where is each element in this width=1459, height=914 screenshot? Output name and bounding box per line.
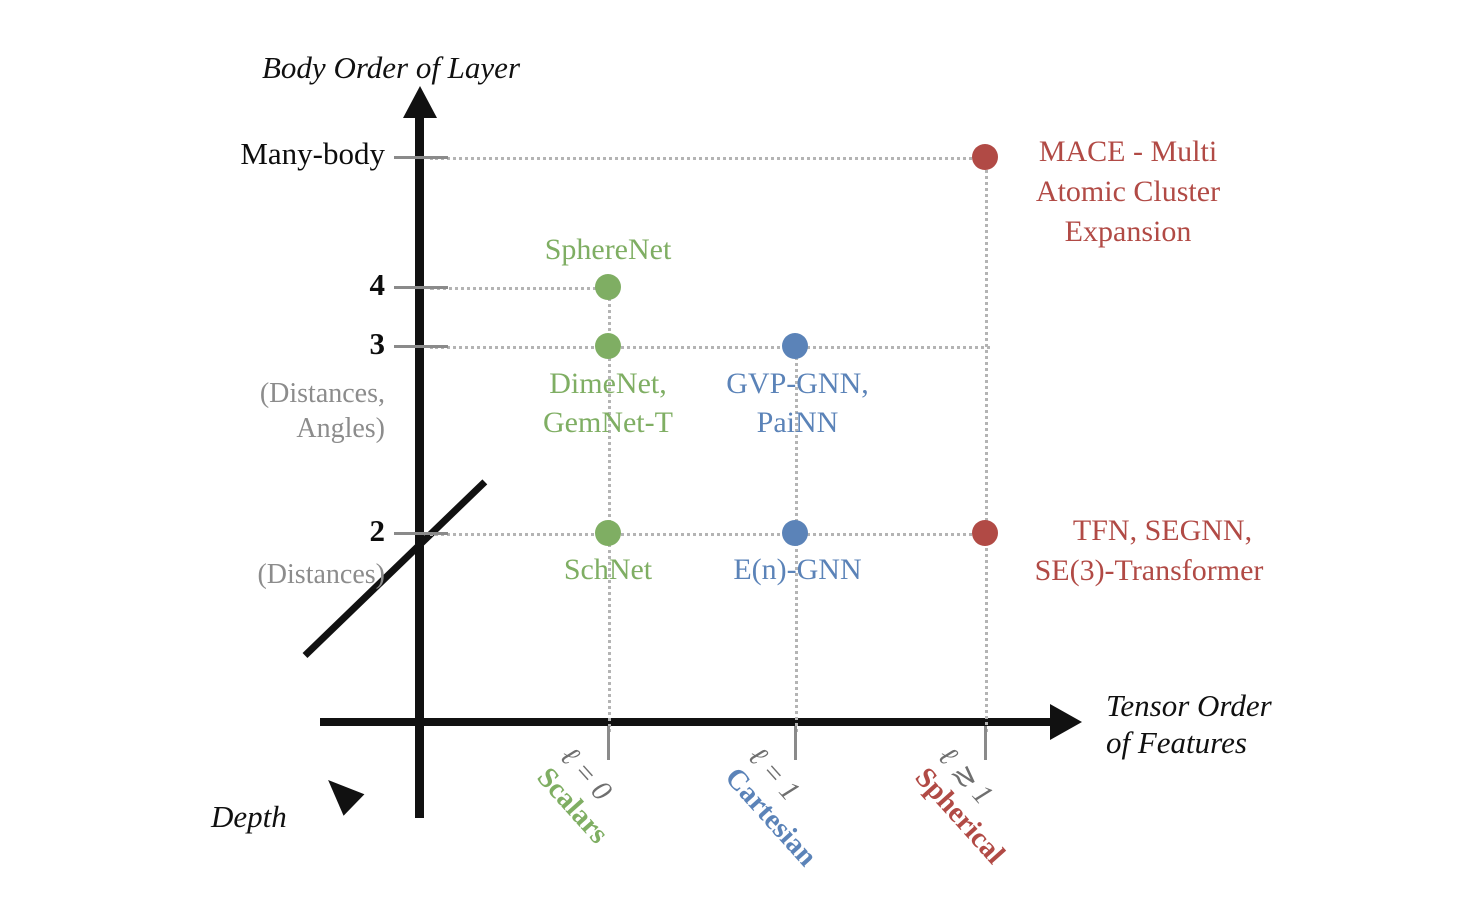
y-tick-label-many-body: Many-body xyxy=(240,136,385,171)
x-category-cartesian: ℓ = 1 Cartesian xyxy=(719,741,844,873)
x-tick-spherical xyxy=(984,726,987,760)
y-tick-3 xyxy=(394,345,448,348)
data-point-egnn[interactable] xyxy=(782,520,808,546)
x-axis-title-line2: of Features xyxy=(1106,724,1247,760)
y-tick-2 xyxy=(394,532,448,535)
gridline-many-body xyxy=(430,157,990,160)
x-tick-scalars xyxy=(607,726,610,760)
x-tick-cartesian xyxy=(794,726,797,760)
label-egnn: E(n)-GNN xyxy=(733,553,862,586)
y-tick-label-2: 2 xyxy=(369,513,386,548)
y-tick-label-4: 4 xyxy=(369,267,386,302)
label-dimenet: DimeNet, xyxy=(549,367,667,400)
label-gvp-gnn: GVP-GNN, xyxy=(726,367,869,400)
label-mace-line3: Expansion xyxy=(1064,215,1192,248)
depth-axis-arrow-icon xyxy=(317,769,365,816)
data-point-tfn-segnn-se3[interactable] xyxy=(972,520,998,546)
y-tick-4 xyxy=(394,286,448,289)
x-axis-title-line1: Tensor Order xyxy=(1106,688,1272,723)
gridline-3 xyxy=(430,346,990,349)
y-axis-title: Body Order of Layer xyxy=(262,50,521,85)
data-point-gvp-painn[interactable] xyxy=(782,333,808,359)
y-sub-label-3-line2: Angles) xyxy=(296,413,385,444)
label-se3-transformer: SE(3)-Transformer xyxy=(1034,554,1264,587)
gridline-2 xyxy=(430,533,990,536)
label-spherenet: SphereNet xyxy=(544,233,672,266)
depth-axis-title: Depth xyxy=(211,799,287,834)
gridline-scalars xyxy=(608,287,611,732)
label-mace-line1: MACE - Multi xyxy=(1038,135,1218,168)
gridline-4 xyxy=(430,287,610,290)
x-axis-line xyxy=(320,718,1054,726)
y-tick-many-body xyxy=(394,156,448,159)
data-point-mace[interactable] xyxy=(972,144,998,170)
data-point-dimenet-gemnet[interactable] xyxy=(595,333,621,359)
y-tick-label-3: 3 xyxy=(369,326,386,361)
label-painn: PaiNN xyxy=(756,406,839,439)
y-sub-label-3-line1: (Distances, xyxy=(259,378,385,409)
y-axis-arrow-icon xyxy=(403,86,437,118)
label-mace-line2: Atomic Cluster xyxy=(1035,175,1221,208)
y-axis-line xyxy=(415,108,424,818)
label-gemnet-t: GemNet-T xyxy=(543,406,673,439)
x-category-scalars: ℓ = 0 Scalars xyxy=(531,741,636,850)
x-axis-title: Tensor Order of Features xyxy=(1106,688,1272,761)
y-sub-label-2: (Distances) xyxy=(257,559,385,590)
x-axis-arrow-icon xyxy=(1050,704,1082,740)
label-tfn-segnn: TFN, SEGNN, xyxy=(1072,514,1253,547)
data-point-schnet[interactable] xyxy=(595,520,621,546)
gridline-spherical xyxy=(985,157,988,732)
data-point-spherenet[interactable] xyxy=(595,274,621,300)
x-category-spherical: ℓ ≳ 1 Spherical xyxy=(909,741,1032,871)
label-schnet: SchNet xyxy=(563,553,653,586)
